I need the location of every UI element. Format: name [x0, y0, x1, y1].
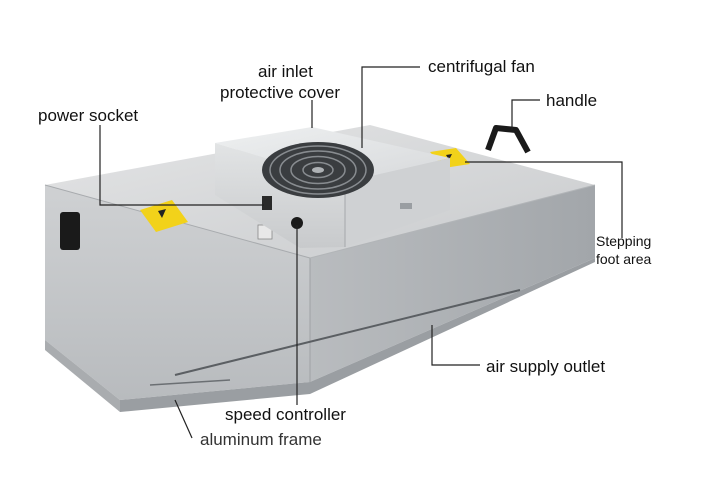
label-handle: handle: [546, 91, 597, 110]
label-speed-controller: speed controller: [225, 405, 346, 424]
leader-aluminum-frame: [174, 399, 193, 439]
housing-front-right: [310, 185, 595, 382]
housing-seam-right: [309, 184, 596, 259]
leader-stepping: [465, 161, 623, 238]
fan-grille-ring-3: [290, 155, 346, 185]
warning-label-left: [140, 200, 188, 232]
housing-front: [45, 185, 310, 400]
leader-handle: [511, 99, 540, 130]
handle: [485, 125, 531, 154]
left-handle-bar: [60, 212, 80, 250]
label-aluminum-frame: aluminum frame: [200, 430, 322, 449]
outlet-slot-lower: [149, 379, 231, 386]
speed-controller-knob-icon: [291, 217, 303, 229]
label-air-inlet-2: protective cover: [220, 83, 340, 102]
fan-hub: [312, 167, 324, 173]
left-handle: [60, 212, 80, 250]
warning-label-left-plate: [140, 200, 188, 232]
label-air-supply-outlet: air supply outlet: [486, 357, 605, 376]
fan-grille-ring-4: [302, 161, 334, 179]
warning-triangle-left-icon: [158, 209, 166, 218]
label-air-inlet-1: air inlet: [258, 62, 313, 81]
fan-grille-ring-2: [279, 150, 357, 190]
fan-box-side: [345, 158, 450, 247]
fan-grille-ring-1: [269, 145, 367, 195]
leader-lines: [99, 66, 623, 439]
leader-power-socket: [99, 125, 264, 206]
outlet-slot: [174, 289, 521, 376]
label-stepping-2: foot area: [596, 251, 651, 267]
label-stepping-1: Stepping: [596, 233, 651, 249]
leader-air-supply: [431, 325, 480, 366]
frame-left-edge: [45, 340, 120, 412]
fan-box-vent: [400, 203, 412, 209]
fan-box-front: [215, 143, 345, 248]
aluminum-frame: [120, 258, 595, 412]
fan-box: [215, 127, 450, 248]
label-power-socket: power socket: [38, 106, 138, 125]
leader-centrifugal-fan: [361, 66, 420, 148]
handle-grip: [485, 125, 531, 154]
power-socket-icon: [262, 196, 272, 210]
warning-triangle-right-icon: [446, 154, 452, 160]
label-centrifugal-fan: centrifugal fan: [428, 57, 535, 76]
